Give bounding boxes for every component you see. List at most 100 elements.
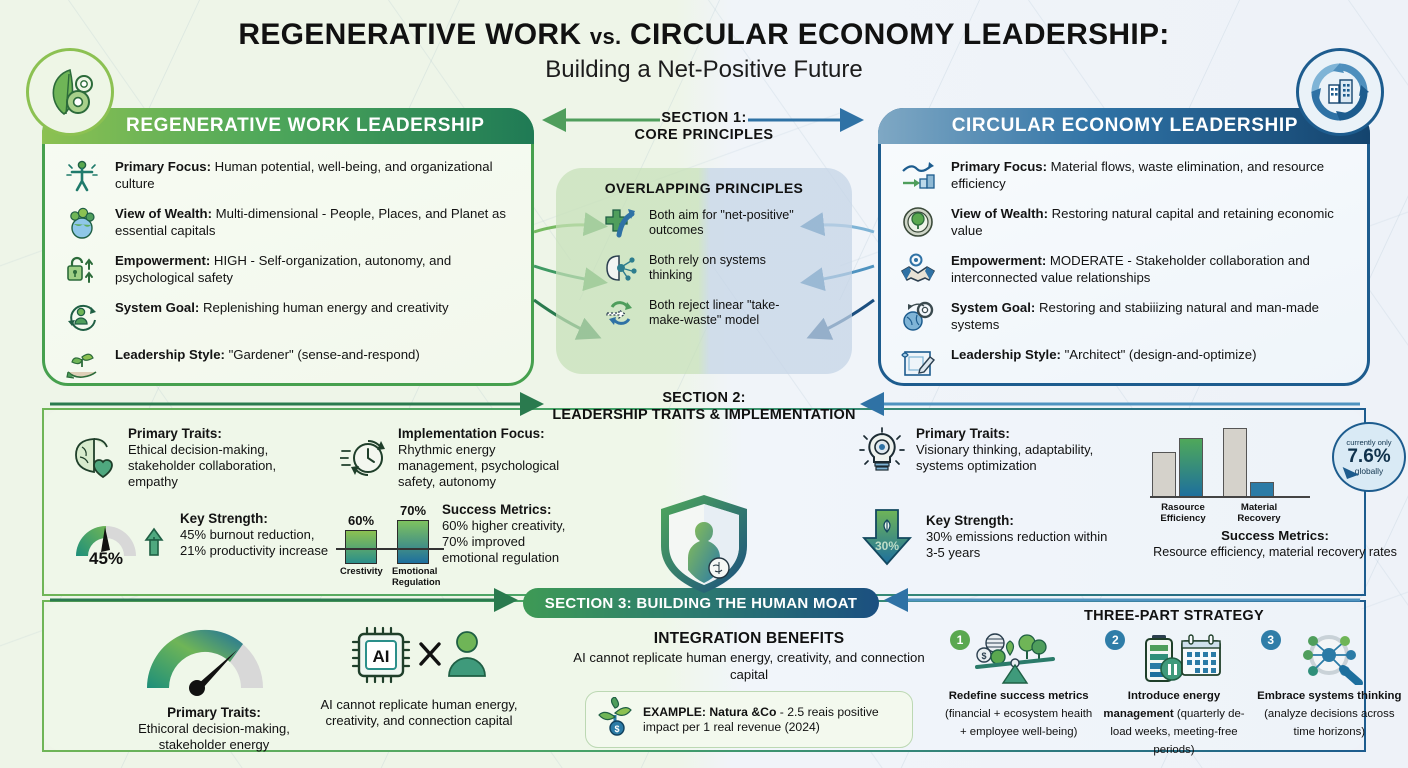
chart-axis: [336, 548, 444, 550]
bar-group: 70%: [392, 503, 434, 564]
example-callout: $ EXAMPLE: Natura &Co - 2.5 reais positi…: [585, 691, 913, 748]
section1-label-line1: SECTION 1:: [661, 110, 747, 126]
circ-primary-traits-body: Visionary thinking, adaptability, system…: [916, 442, 1094, 474]
list-item-label: Leadership Style:: [115, 347, 225, 362]
circular-arrows-icon: [600, 295, 640, 331]
chart-category-labels: Rasource Efficiency Material Recovery: [1150, 502, 1400, 524]
list-item: Empowerment: MODERATE - Stakeholder coll…: [895, 249, 1355, 289]
page-title-block: REGENERATIVE WORK vs. CIRCULAR ECONOMY L…: [0, 18, 1408, 84]
gauge-value-text: 45%: [89, 549, 123, 568]
list-item-text: Primary Focus: Material flows, waste eli…: [951, 155, 1355, 192]
list-item-body: Restoring natural capital and retaining …: [951, 206, 1334, 238]
list-item: Leadership Style: "Architect" (design-an…: [895, 343, 1355, 383]
regen-success-metrics-text: Success Metrics:60% higher creativity, 7…: [442, 502, 580, 587]
person-thriving-icon: [59, 155, 105, 195]
list-item-label: System Goal:: [115, 300, 200, 315]
list-item-text: View of Wealth: Multi-dimensional - Peop…: [115, 202, 519, 239]
section1-label: SECTION 1: CORE PRINCIPLES: [0, 110, 1408, 145]
category-label: Emotional Regulation: [392, 565, 441, 587]
regen-implementation-focus: Implementation Focus:Rhythmic energy man…: [340, 426, 570, 490]
list-item-text: Leadership Style: "Architect" (design-an…: [951, 343, 1256, 364]
title-part-a: REGENERATIVE WORK: [238, 18, 590, 51]
circ-success-metrics-text: Success Metrics: Resource efficiency, ma…: [1150, 528, 1400, 559]
bar-value-label: 70%: [399, 503, 427, 518]
list-item-body: Human potential, well-being, and organiz…: [115, 159, 493, 191]
list-item: Primary Focus: Human potential, well-bei…: [59, 155, 519, 195]
human-moat-traits-body: Ethicoral decision-making, stakeholder e…: [138, 721, 290, 753]
list-item-body: Material flows, waste elimination, and r…: [951, 159, 1325, 191]
list-item-text: System Goal: Restoring and stabiiizing n…: [951, 296, 1355, 333]
regen-key-strength-text: Key Strength:45% burnout reduction, 21% …: [180, 511, 330, 559]
gauge-arrow-up-icon: 45%: [70, 502, 174, 568]
overlap-item-text: Both aim for "net-positive" outcomes: [649, 207, 794, 237]
regen-success-metrics-body: 60% higher creativity, 70% improved emot…: [442, 518, 566, 566]
regenerative-rows: Primary Focus: Human potential, well-bei…: [59, 155, 519, 390]
overlap-item-text: Both rely on systems thinking: [649, 252, 766, 282]
title-part-b: CIRCULAR ECONOMY LEADERSHIP:: [621, 18, 1170, 51]
list-item-label: View of Wealth:: [115, 206, 212, 221]
person-cycle-icon: [59, 296, 105, 336]
regen-primary-traits-label: Primary Traits:: [128, 426, 222, 441]
brain-heart-icon: [70, 426, 120, 490]
strategy-step-bold: Redefine success metrics: [948, 690, 1089, 702]
bar: [1179, 438, 1203, 498]
regen-bar-chart-plot: 60% 70%: [336, 502, 444, 564]
balance-scale-ecosystem-icon: $: [944, 628, 1093, 686]
list-item-body: Replenishing human energy and creativity: [199, 300, 449, 315]
earth-trees-icon: [59, 202, 105, 242]
list-item: Leadership Style: "Gardener" (sense-and-…: [59, 343, 519, 383]
bar: [1223, 428, 1247, 498]
magnifier-network-icon: [1255, 628, 1404, 686]
regen-success-metrics-label: Success Metrics:: [442, 502, 552, 517]
list-item: Empowerment: HIGH - Self-organization, a…: [59, 249, 519, 289]
regen-key-strength: 45% Key Strength:45% burnout reduction, …: [70, 502, 330, 568]
example-callout-label: EXAMPLE: Natura &Co: [643, 704, 777, 719]
svg-text:$: $: [981, 651, 986, 661]
list-item-text: Primary Focus: Human potential, well-bei…: [115, 155, 519, 192]
bar: [345, 530, 377, 564]
recycle-building-icon: [1311, 63, 1369, 121]
list-item: View of Wealth: Restoring natural capita…: [895, 202, 1355, 242]
regen-key-strength-label: Key Strength:: [180, 510, 268, 526]
ai-times-human-text: AI cannot replicate human energy, creati…: [320, 697, 518, 729]
integration-benefits-sub: AI cannot replicate human energy, creati…: [573, 650, 925, 682]
money-tree-icon: $: [595, 696, 635, 742]
regen-primary-traits-text: Primary Traits:Ethical decision-making, …: [128, 426, 320, 490]
list-item-body: HIGH - Self-organization, autonomy, and …: [115, 253, 452, 285]
list-item-label: Primary Focus:: [951, 159, 1048, 174]
three-part-strategy-block: THREE-PART STRATEGY 1 $: [944, 608, 1404, 758]
leaf-gear-icon: [52, 68, 93, 116]
list-item-label: System Goal:: [951, 300, 1036, 315]
list-item-text: Empowerment: MODERATE - Stakeholder coll…: [951, 249, 1355, 286]
strategy-step-bold: Embrace systems thinking: [1257, 690, 1402, 702]
step-number: 1: [950, 630, 970, 650]
three-part-strategy-title: THREE-PART STRATEGY: [1084, 608, 1264, 624]
list-item-body: Restoring and stabiiizing natural and ma…: [951, 300, 1319, 332]
recycle-building-badge: [1296, 48, 1384, 136]
list-item-body: Multi-dimensional - People, Places, and …: [115, 206, 506, 238]
list-item-text: Empowerment: HIGH - Self-organization, a…: [115, 249, 519, 286]
bubble-top-text: currently only: [1346, 438, 1392, 447]
overlapping-principles-box: OVERLAPPING PRINCIPLES Both aim for "net…: [556, 168, 852, 374]
ai-times-human-block: AI AI cannot replicate human energy, cre…: [314, 624, 524, 730]
page-subtitle: Building a Net-Positive Future: [545, 56, 863, 83]
list-item: System Goal: Restoring and stabiiizing n…: [895, 296, 1355, 336]
integration-benefits-heading: INTEGRATION BENEFITS: [653, 630, 845, 647]
strategy-step: 2: [1099, 628, 1248, 758]
speedometer-icon: [146, 629, 263, 696]
step-number: 3: [1260, 630, 1281, 650]
circ-success-metrics: currently only 7.6% globally Rasource Ef…: [1150, 420, 1406, 560]
lightbulb-eye-icon: [856, 426, 908, 478]
circ-primary-traits-text: Primary Traits:Visionary thinking, adapt…: [916, 426, 1106, 478]
ai-chip-times-person-icon: AI: [351, 626, 486, 684]
strategy-step: 3: [1255, 628, 1404, 758]
regen-success-metrics: 60% 70% Crestivity Emotional Regulat: [336, 502, 580, 587]
unlock-arrows-icon: [59, 249, 105, 289]
list-item-text: View of Wealth: Restoring natural capita…: [951, 202, 1355, 239]
list-item-body: "Gardener" (sense-and-respond): [224, 347, 420, 362]
strategy-step-bold: Introduce energy management: [1103, 690, 1221, 720]
list-item: Primary Focus: Material flows, waste eli…: [895, 155, 1355, 195]
arrow-value-text: 30%: [875, 539, 899, 553]
overlap-item: Both aim for "net-positive" outcomes: [600, 205, 852, 241]
category-label: Rasource Efficiency: [1160, 502, 1206, 524]
